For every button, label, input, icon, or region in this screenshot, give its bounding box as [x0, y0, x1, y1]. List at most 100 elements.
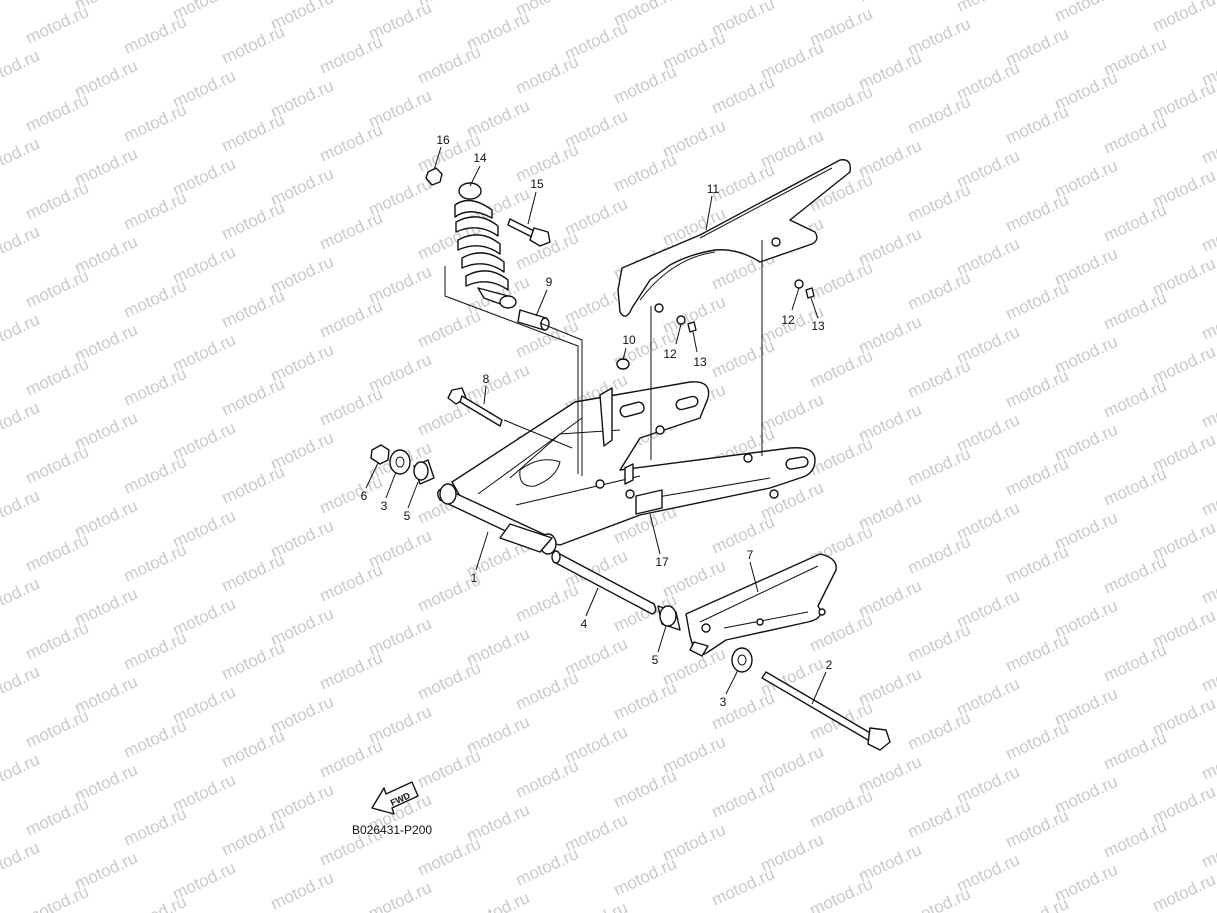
- collar-part-3-left: [389, 449, 411, 475]
- screw-part-13-left: [687, 321, 697, 333]
- callout-5-left: 5: [404, 509, 411, 523]
- watermark-text: motod.ru: [0, 134, 42, 180]
- watermark-text: motod.ru: [23, 530, 92, 576]
- callout-7: 7: [747, 548, 754, 562]
- watermark-text: motod.ru: [415, 658, 484, 704]
- watermark-text: motod.ru: [23, 442, 92, 488]
- watermark-text: motod.ru: [366, 878, 435, 913]
- callout-14: 14: [473, 151, 487, 165]
- watermark-text: motod.ru: [905, 884, 974, 913]
- chain-guard-part-7: [685, 553, 837, 657]
- callout-10: 10: [622, 333, 636, 347]
- watermark-text: motod.ru: [121, 892, 190, 913]
- watermark-text: motod.ru: [317, 208, 386, 254]
- watermark-text: motod.ru: [1003, 190, 1072, 236]
- watermark-text: motod.ru: [1101, 640, 1170, 686]
- watermark-text: motod.ru: [0, 750, 42, 796]
- bushing-part-5-right: [657, 605, 681, 631]
- watermark-text: motod.ru: [807, 82, 876, 128]
- callout-6: 6: [361, 489, 368, 503]
- watermark-text: motod.ru: [415, 42, 484, 88]
- watermark-text: motod.ru: [1101, 728, 1170, 774]
- watermark-text: motod.ru: [905, 356, 974, 402]
- collar-part-12-left: [676, 315, 686, 325]
- watermark-text: motod.ru: [1199, 474, 1217, 520]
- watermark-text: motod.ru: [1101, 552, 1170, 598]
- nut-part-10: [616, 358, 630, 370]
- watermark-text: motod.ru: [1199, 826, 1217, 872]
- watermark-text: motod.ru: [1101, 112, 1170, 158]
- watermark-text: motod.ru: [807, 874, 876, 913]
- callout-4: 4: [581, 617, 588, 631]
- watermark-text: motod.ru: [807, 434, 876, 480]
- watermark-text: motod.ru: [905, 620, 974, 666]
- watermark-text: motod.ru: [317, 296, 386, 342]
- callout-9: 9: [546, 275, 553, 289]
- watermark-text: motod.ru: [219, 462, 288, 508]
- watermark-text: motod.ru: [121, 452, 190, 498]
- callout-1: 1: [471, 571, 478, 585]
- watermark-text: motod.ru: [611, 62, 680, 108]
- watermark-text: motod.ru: [317, 560, 386, 606]
- watermark-text: motod.ru: [905, 268, 974, 314]
- watermark-text: motod.ru: [121, 628, 190, 674]
- watermark-text: motod.ru: [1003, 542, 1072, 588]
- callout-3-right: 3: [720, 695, 727, 709]
- callout-17: 17: [655, 555, 669, 569]
- watermark-text: motod.ru: [513, 52, 582, 98]
- watermark-text: motod.ru: [121, 276, 190, 322]
- watermark-text: motod.ru: [1199, 738, 1217, 784]
- watermark-text: motod.ru: [0, 46, 42, 92]
- watermark-text: motod.ru: [219, 110, 288, 156]
- watermark-text: motod.ru: [317, 384, 386, 430]
- watermark-text: motod.ru: [611, 678, 680, 724]
- callout-15: 15: [530, 177, 544, 191]
- callout-labels: 16 14 15 11 9 10 12 13 12 13 8 6 3 5 1 1…: [361, 133, 833, 709]
- watermark-text: motod.ru: [513, 756, 582, 802]
- watermark-text: motod.ru: [219, 374, 288, 420]
- watermark-text: motod.ru: [121, 364, 190, 410]
- watermark-text: motod.ru: [0, 662, 42, 708]
- watermark-text: motod.ru: [23, 882, 92, 913]
- watermark-text: motod.ru: [219, 814, 288, 860]
- watermark-text: motod.ru: [709, 336, 778, 382]
- watermark-text: motod.ru: [0, 574, 42, 620]
- watermark-text: motod.ru: [513, 140, 582, 186]
- screw-part-13-right: [805, 287, 815, 299]
- watermark-text: motod.ru: [464, 888, 533, 913]
- callout-12-right: 12: [781, 313, 795, 327]
- watermark-text: motod.ru: [905, 444, 974, 490]
- leader-lines: [365, 146, 827, 705]
- watermark-text: motod.ru: [1003, 366, 1072, 412]
- chain-guard-part-11: [617, 159, 851, 317]
- watermark-text: motod.ru: [1150, 0, 1217, 36]
- callout-13-right: 13: [811, 319, 825, 333]
- watermark-text: motod.ru: [121, 188, 190, 234]
- watermark-text: motod.ru: [1199, 386, 1217, 432]
- watermark-text: motod.ru: [415, 306, 484, 352]
- watermark-text: motod.ru: [611, 766, 680, 812]
- watermark-text: motod.ru: [23, 706, 92, 752]
- watermark-text: motod.ru: [0, 398, 42, 444]
- watermark-text: motod.ru: [709, 864, 778, 910]
- watermark-text: motod.ru: [807, 786, 876, 832]
- watermark-text: motod.ru: [1101, 464, 1170, 510]
- collar-part-3-right: [731, 647, 753, 673]
- watermark-text: motod.ru: [219, 22, 288, 68]
- watermark-text: motod.ru: [709, 776, 778, 822]
- callout-2: 2: [826, 658, 833, 672]
- watermark-text: motod.ru: [317, 648, 386, 694]
- watermark-text: motod.ru: [513, 668, 582, 714]
- watermark-text: motod.ru: [1101, 288, 1170, 334]
- watermark-text: motod.ru: [1199, 122, 1217, 168]
- watermark-text: motod.ru: [219, 286, 288, 332]
- watermark-text: motod.ru: [23, 794, 92, 840]
- callout-12-left: 12: [663, 347, 677, 361]
- rear-shock-part-14: [454, 182, 517, 309]
- watermark-text: motod.ru: [219, 550, 288, 596]
- watermark-text: motod.ru: [317, 120, 386, 166]
- watermark-text: motod.ru: [905, 180, 974, 226]
- watermark-text: motod.ru: [709, 512, 778, 558]
- watermark-text: motod.ru: [0, 838, 42, 884]
